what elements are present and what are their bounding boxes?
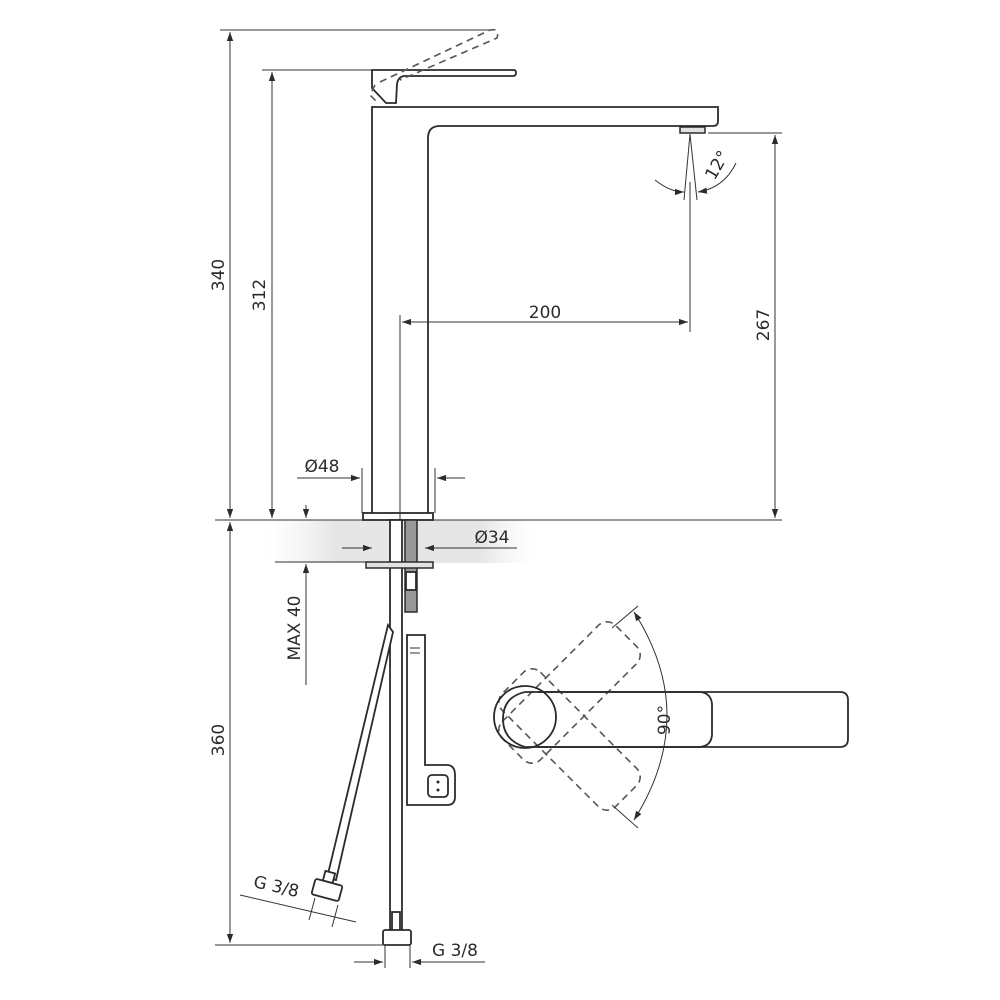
dim-d34: Ø34 bbox=[342, 528, 517, 552]
dim-312-label: 312 bbox=[250, 279, 270, 311]
dim-340-label: 340 bbox=[209, 259, 229, 291]
dim-thread-bottom: G 3/8 bbox=[354, 941, 485, 968]
dim-360-label: 360 bbox=[209, 724, 229, 756]
dim-267-label: 267 bbox=[754, 309, 774, 341]
dim-thread-left-label: G 3/8 bbox=[251, 872, 300, 902]
dim-max40-label: MAX 40 bbox=[285, 596, 305, 661]
dim-d34-label: Ø34 bbox=[474, 528, 509, 548]
dim-d48-label: Ø48 bbox=[304, 457, 339, 477]
dim-340: 340 bbox=[209, 29, 495, 518]
faucet-body bbox=[362, 106, 719, 521]
mounting-hardware bbox=[365, 519, 456, 936]
dim-360: 360 bbox=[209, 522, 395, 946]
spray-angle-label: 12° bbox=[701, 147, 733, 183]
dim-200-label: 200 bbox=[529, 303, 561, 323]
lever-handle bbox=[369, 28, 517, 104]
flex-hoses bbox=[310, 622, 412, 946]
handle-rotation-label: 90° bbox=[655, 705, 675, 735]
dim-max40: MAX 40 bbox=[275, 505, 366, 685]
dim-200: 200 bbox=[399, 182, 691, 520]
dim-267: 267 bbox=[708, 132, 782, 518]
handle-plan-view: 90° bbox=[493, 605, 849, 829]
dim-d48: Ø48 bbox=[297, 457, 465, 513]
dim-312: 312 bbox=[250, 69, 372, 518]
spray-angle: 12° bbox=[654, 133, 737, 201]
dim-thread-bottom-label: G 3/8 bbox=[432, 941, 478, 961]
